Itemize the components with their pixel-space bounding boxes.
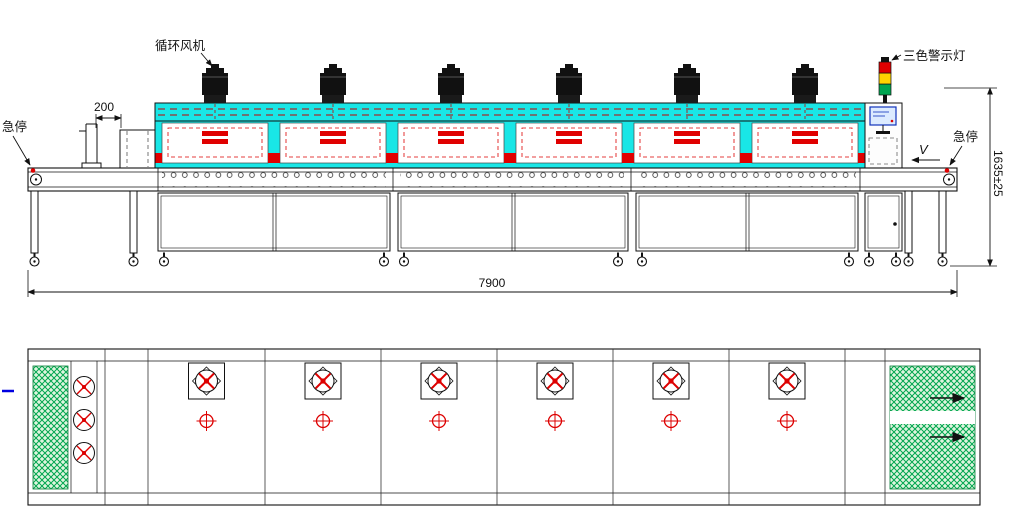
fan-unit bbox=[652, 362, 690, 400]
outfeed-belt-plan bbox=[889, 365, 976, 490]
conveyor bbox=[27, 167, 958, 192]
dimension-infeed-text: 200 bbox=[94, 100, 114, 114]
side-elevation-view: 7900 1635±25 200 循环风机 三色警示灯 急停 bbox=[2, 39, 1005, 297]
roller-chain bbox=[162, 172, 386, 187]
belt-direction-indicator: V bbox=[911, 142, 940, 164]
belt-direction-label: V bbox=[919, 142, 929, 157]
oven-tunnel-body bbox=[154, 120, 866, 169]
warning-light-green bbox=[878, 83, 892, 96]
label-warning-light: 三色警示灯 bbox=[891, 48, 966, 63]
plan-bay-dividers bbox=[104, 349, 886, 505]
casters bbox=[29, 251, 948, 267]
roller-chain bbox=[400, 172, 624, 187]
circulation-fan-motor bbox=[673, 63, 701, 104]
fan-unit bbox=[187, 362, 226, 400]
heating-zone-panel bbox=[751, 122, 859, 164]
warning-light-tower bbox=[878, 57, 892, 103]
drive-roller bbox=[72, 375, 96, 399]
door-handle bbox=[893, 222, 897, 226]
fan-unit bbox=[768, 362, 806, 400]
heating-zone-panel bbox=[633, 122, 741, 164]
circulation-fan-motors bbox=[201, 63, 819, 122]
label-circulation-fan: 循环风机 bbox=[155, 39, 213, 67]
outfeed-stand-legs bbox=[904, 190, 947, 254]
plan-view bbox=[2, 348, 981, 506]
estop-right-label: 急停 bbox=[953, 129, 978, 144]
drive-roller bbox=[72, 408, 96, 432]
dimension-infeed: 200 bbox=[94, 100, 122, 128]
estop-left-label: 急停 bbox=[2, 119, 27, 134]
heating-zone-panel bbox=[515, 122, 623, 164]
oven-tunnel-roof bbox=[154, 102, 866, 122]
circulation-fan-motor bbox=[555, 63, 583, 104]
dimension-total-length: 7900 bbox=[27, 270, 958, 297]
circulation-fan-label: 循环风机 bbox=[155, 39, 206, 53]
control-cabinet bbox=[864, 102, 903, 169]
drive-roller bbox=[72, 441, 96, 465]
zone-divider-blocks bbox=[155, 153, 865, 163]
estop-button-left bbox=[30, 168, 36, 173]
infeed-sensor-bracket bbox=[79, 123, 102, 169]
heating-zone-panel bbox=[279, 122, 387, 164]
label-estop-left: 急停 bbox=[2, 119, 31, 166]
label-estop-right: 急停 bbox=[949, 129, 978, 166]
tunnel-entrance bbox=[119, 129, 156, 169]
fan-unit bbox=[420, 362, 458, 400]
heating-zone-panel bbox=[397, 122, 505, 164]
warning-light-label: 三色警示灯 bbox=[903, 48, 966, 63]
base-cabinet bbox=[157, 192, 391, 252]
dimension-total-length-text: 7900 bbox=[479, 276, 506, 290]
dimension-total-height: 1635±25 bbox=[944, 87, 1005, 267]
base-cabinet bbox=[635, 192, 859, 252]
circulation-fan-motor bbox=[791, 63, 819, 104]
fan-unit bbox=[304, 362, 342, 400]
circulation-fan-motor bbox=[437, 63, 465, 104]
base-cabinets bbox=[30, 190, 947, 254]
infeed-belt-plan bbox=[32, 361, 98, 493]
circulation-fan-motor bbox=[319, 63, 347, 104]
electrical-cabinet bbox=[864, 192, 903, 252]
dimension-total-height-text: 1635±25 bbox=[991, 150, 1005, 197]
warning-light-yellow bbox=[878, 72, 892, 85]
circulation-fan-motor bbox=[201, 63, 229, 104]
base-cabinet bbox=[397, 192, 629, 252]
fan-unit bbox=[536, 362, 574, 400]
roller-chain bbox=[638, 172, 856, 187]
warning-light-red bbox=[878, 61, 892, 74]
heating-zone-panel bbox=[161, 122, 269, 164]
infeed-stand-legs bbox=[30, 190, 138, 254]
estop-button-right bbox=[944, 168, 950, 173]
